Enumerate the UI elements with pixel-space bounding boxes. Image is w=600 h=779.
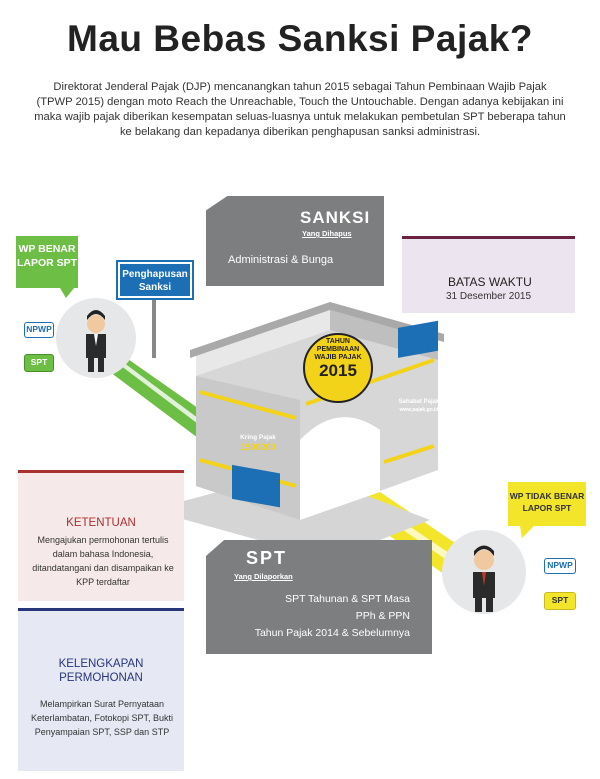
batas-heading: BATAS WAKTU — [448, 275, 532, 289]
page-title: Mau Bebas Sanksi Pajak? — [67, 18, 533, 59]
wp-benar-bubble: WP BENAR LAPOR SPT — [16, 236, 78, 288]
kring-number: 1500200 — [240, 442, 276, 452]
spt-line2: PPh & PPN — [355, 610, 410, 622]
spt-tag-right: SPT — [544, 592, 576, 610]
ketentuan-box: KETENTUAN Mengajukan permohonan tertulis… — [18, 470, 184, 601]
kring-pajak-badge — [232, 464, 280, 508]
wp-tidak-benar-head — [474, 550, 494, 570]
spt-line3: Tahun Pajak 2014 & Sebelumnya — [254, 627, 410, 639]
seal-text: TAHUN PEMBINAAN WAJIB PAJAK 2015 — [304, 338, 372, 380]
ketentuan-heading: KETENTUAN — [66, 517, 136, 529]
kelengkapan-heading: KELENGKAPAN PERMOHONAN — [58, 658, 144, 684]
spt-sub: Yang Dilaporkan — [234, 572, 293, 581]
site-label: Sahabat Pajak — [398, 399, 440, 405]
wp-benar-head — [87, 315, 105, 333]
kring-label: Kring Pajak — [240, 434, 276, 441]
site-badge — [398, 320, 438, 358]
sanksi-box: SANKSI Yang Dihapus Administrasi & Bunga — [206, 196, 384, 286]
kring-text: Kring Pajak 1500200 — [234, 434, 282, 452]
spt-tag-left: SPT — [24, 354, 54, 372]
seal-line3: WAJIB PAJAK — [314, 354, 362, 361]
site-text: Sahabat Pajak www.pajak.go.id — [398, 398, 440, 414]
kelengkapan-box: KELENGKAPAN PERMOHONAN Melampirkan Surat… — [18, 608, 184, 771]
spt-line1: SPT Tahunan & SPT Masa — [285, 593, 410, 605]
batas-date: 31 Desember 2015 — [445, 291, 532, 302]
sanksi-heading: SANKSI — [300, 208, 371, 227]
seal-line1: TAHUN — [326, 338, 350, 345]
intro-text: Direktorat Jenderal Pajak (DJP) mencanan… — [34, 81, 566, 138]
spt-heading: SPT — [246, 548, 288, 568]
npwp-tag-right: NPWP — [544, 558, 576, 574]
sanksi-body: Administrasi & Bunga — [228, 254, 334, 266]
wp-tidak-benar-bubble: WP TIDAK BENAR LAPOR SPT — [508, 482, 586, 526]
seal-year: 2015 — [319, 361, 357, 380]
batas-waktu-box: BATAS WAKTU 31 Desember 2015 — [402, 236, 575, 313]
ketentuan-body: Mengajukan permohonan tertulis dalam bah… — [32, 535, 174, 587]
kelengkapan-body: Melampirkan Surat Pernyataan Keterlambat… — [30, 699, 174, 737]
sanksi-sub: Yang Dihapus — [302, 229, 352, 238]
tpwp-seal — [303, 333, 373, 403]
seal-line2: PEMBINAAN — [316, 346, 360, 353]
spt-box: SPT Yang Dilaporkan SPT Tahunan & SPT Ma… — [206, 540, 432, 654]
npwp-tag-left: NPWP — [24, 322, 54, 338]
penghapusan-sanksi-sign: Penghapusan Sanksi — [116, 260, 194, 300]
site-url: www.pajak.go.id — [399, 407, 439, 413]
